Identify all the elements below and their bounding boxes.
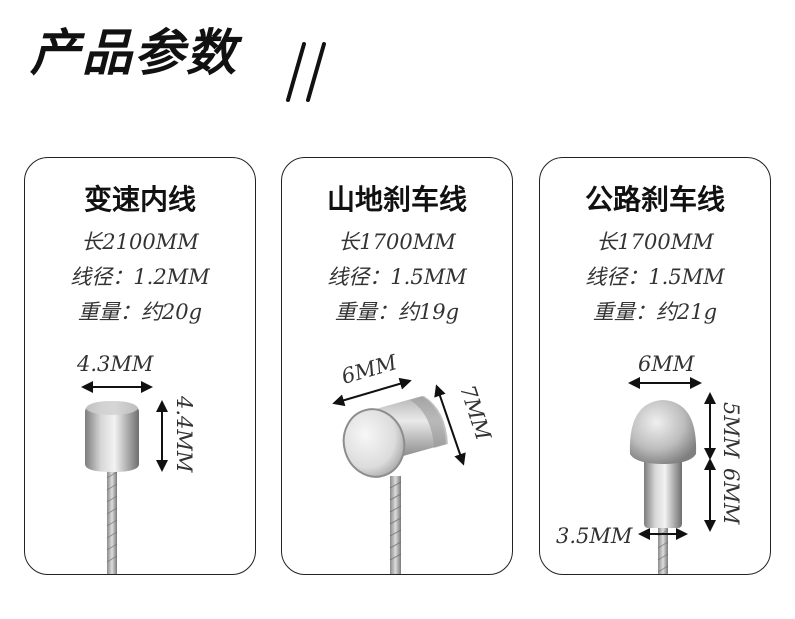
- page-title: 产品参数: [30, 24, 238, 82]
- width-dimension-arrow: [332, 377, 412, 407]
- product-name: 山地刹车线: [326, 183, 467, 216]
- spec-diameter: 线径：1.5MM: [585, 265, 725, 289]
- spec-length: 长1700MM: [338, 230, 456, 254]
- cable-wire: [390, 476, 401, 574]
- product-name: 变速内线: [83, 183, 196, 216]
- road-cable-end-illustration: 6MM 5MM 6MM 3.5MM: [556, 352, 743, 574]
- shank-height-label: 6MM: [719, 468, 743, 525]
- spec-weight: 重量：约21g: [592, 300, 718, 324]
- product-card-mtb-brake-cable: 山地刹车线 长1700MM 线径：1.5MM 重量：约19g 6MM 7MM: [281, 157, 513, 575]
- spec-length: 长1700MM: [596, 230, 714, 254]
- product-card-road-brake-cable: 公路刹车线 长1700MM 线径：1.5MM 重量：约21g 6MM 5MM 6…: [539, 157, 771, 575]
- cable-end-dome: [629, 400, 697, 464]
- title-slashes-icon: [286, 42, 326, 102]
- product-name: 公路刹车线: [584, 183, 725, 216]
- dome-height-label: 5MM: [719, 402, 743, 459]
- cable-end-shank: [644, 454, 682, 528]
- spec-weight: 重量：约20g: [77, 300, 203, 324]
- height-dimension-label: 4.4MM: [172, 395, 196, 473]
- width-dimension-label: 6MM: [339, 350, 400, 389]
- cable-wire: [107, 468, 117, 574]
- spec-diameter: 线径：1.5MM: [327, 265, 467, 289]
- cylinder-face: [342, 408, 406, 478]
- spec-diameter: 线径：1.2MM: [70, 265, 210, 289]
- shank-diameter-label: 3.5MM: [556, 524, 633, 548]
- spec-length: 长2100MM: [81, 230, 199, 254]
- dome-width-label: 6MM: [638, 352, 695, 376]
- mtb-cable-end-illustration: 6MM 7MM: [332, 350, 496, 574]
- cable-wire: [658, 526, 668, 574]
- length-dimension-arrow: [434, 384, 466, 466]
- shift-cable-end-illustration: 4.3MM 4.4MM: [76, 352, 196, 574]
- barrel-end-cap: [85, 401, 139, 472]
- product-card-shift-cable: 变速内线 长2100MM 线径：1.2MM 重量：约20g 4.3MM 4.4M…: [24, 157, 256, 575]
- width-dimension-label: 4.3MM: [76, 352, 154, 376]
- spec-weight: 重量：约19g: [334, 300, 460, 324]
- length-dimension-label: 7MM: [455, 382, 495, 443]
